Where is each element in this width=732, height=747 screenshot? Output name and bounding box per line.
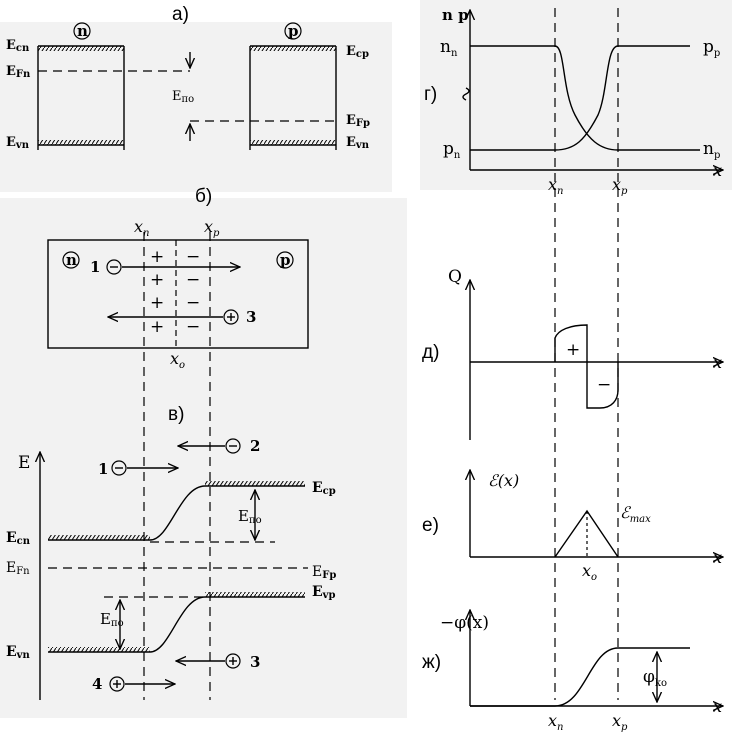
phi-label: φko: [643, 667, 667, 689]
ecp-label: Ecp: [346, 44, 369, 60]
valence-band: [48, 596, 305, 653]
hole-concentration-curve: [470, 45, 690, 151]
electron-2-v-icon: [225, 438, 241, 454]
np-label: np: [703, 139, 720, 161]
emax-label: ℰmax: [620, 503, 651, 525]
electron-concentration-curve: [470, 45, 700, 151]
conduction-band: [48, 485, 305, 541]
pp-label: pp: [703, 37, 720, 59]
svg-text:−: −: [186, 293, 200, 313]
svg-text:+: +: [150, 247, 164, 267]
n-region-label: n: [77, 22, 88, 40]
svg-text:−: −: [186, 317, 200, 337]
efp-label: EFp: [346, 113, 370, 129]
panel-a-n-region: n: [37, 22, 190, 150]
xn-label-zh: xn: [548, 711, 563, 733]
hole-3-v-icon: [225, 653, 241, 669]
x-axis-label-d: x: [713, 353, 722, 372]
xn-label-g: xn: [548, 175, 563, 197]
label-e: е): [422, 515, 439, 536]
label-b: б): [195, 186, 212, 207]
space-charge-signs: + + + + − − − −: [150, 247, 200, 337]
potential-profile: [470, 647, 690, 707]
x-axis-label-g: x: [713, 161, 722, 180]
svg-text:−: −: [186, 270, 200, 290]
potential-axis-label: −φ(x): [440, 613, 489, 633]
epo-label: Eпо: [172, 89, 194, 105]
junction-box: [47, 239, 309, 349]
xn-label-b: xn: [134, 217, 149, 239]
ecn-label-v: Ecn: [6, 530, 31, 547]
evp-label-v: Evp: [312, 584, 335, 601]
panel-a-p-region: p: [190, 22, 337, 150]
p-region-label: p: [288, 22, 299, 40]
x0-label-b: xo: [170, 349, 185, 371]
field-axis-label: ℰ(x): [488, 471, 519, 490]
svg-text:+: +: [150, 270, 164, 290]
energy-axis-label: E: [18, 453, 30, 473]
carrier-1-label-v: 1: [98, 460, 108, 478]
evp-label: Evn: [346, 135, 370, 151]
electron-1-v-icon: [111, 460, 127, 476]
negative-charge-region: [586, 362, 619, 409]
evn-label: Evn: [6, 135, 30, 151]
svg-text:−: −: [186, 247, 200, 267]
carrier-2-label-v: 2: [250, 437, 260, 455]
xp-label-zh: xp: [612, 711, 628, 733]
x-axis-label-e: x: [713, 548, 722, 567]
hole-3-icon: [223, 309, 239, 325]
conc-axis-label: n p: [442, 6, 469, 24]
p-label-b: p: [280, 251, 291, 269]
x-axis-label-zh: x: [713, 697, 722, 716]
svg-text:+: +: [150, 317, 164, 337]
panel-b-background: [0, 198, 407, 718]
label-d: д): [422, 342, 439, 363]
xp-label-g: xp: [612, 175, 628, 197]
axis-break: [462, 87, 470, 101]
svg-text:+: +: [150, 293, 164, 313]
epo2-label-v: Eпо: [100, 610, 124, 629]
evn-label-v: Evn: [6, 644, 30, 661]
plus-charge-label: +: [566, 340, 580, 360]
ecp-label-v: Ecp: [312, 480, 336, 497]
efp-label-v: EFp: [312, 564, 336, 581]
x0-label-e: xo: [582, 561, 597, 583]
label-a: а): [172, 4, 189, 25]
ecn-label: Ecn: [6, 38, 30, 54]
carrier-1-label: 1: [90, 258, 100, 276]
carrier-3-label-v: 3: [250, 653, 260, 671]
hole-4-v-icon: [109, 676, 125, 692]
minus-charge-label: −: [597, 375, 611, 395]
pn-label: pn: [443, 139, 461, 161]
label-g: г): [424, 84, 437, 105]
carrier-3-label: 3: [246, 308, 256, 326]
positive-charge-region: [554, 324, 588, 362]
n-label-b: n: [66, 251, 77, 269]
carrier-4-label-v: 4: [92, 675, 102, 693]
electron-1-icon: [106, 259, 122, 275]
xp-label-b: xp: [204, 217, 220, 239]
panel-g-background: [420, 0, 732, 190]
label-v: в): [168, 404, 184, 425]
efn-label-v: EFn: [6, 560, 30, 577]
charge-axis-label: Q: [448, 267, 462, 287]
nn-label: nn: [440, 37, 458, 59]
efn-label: EFn: [6, 64, 31, 80]
epo-label-v: Eпо: [238, 507, 262, 526]
label-zh: ж): [422, 652, 441, 673]
